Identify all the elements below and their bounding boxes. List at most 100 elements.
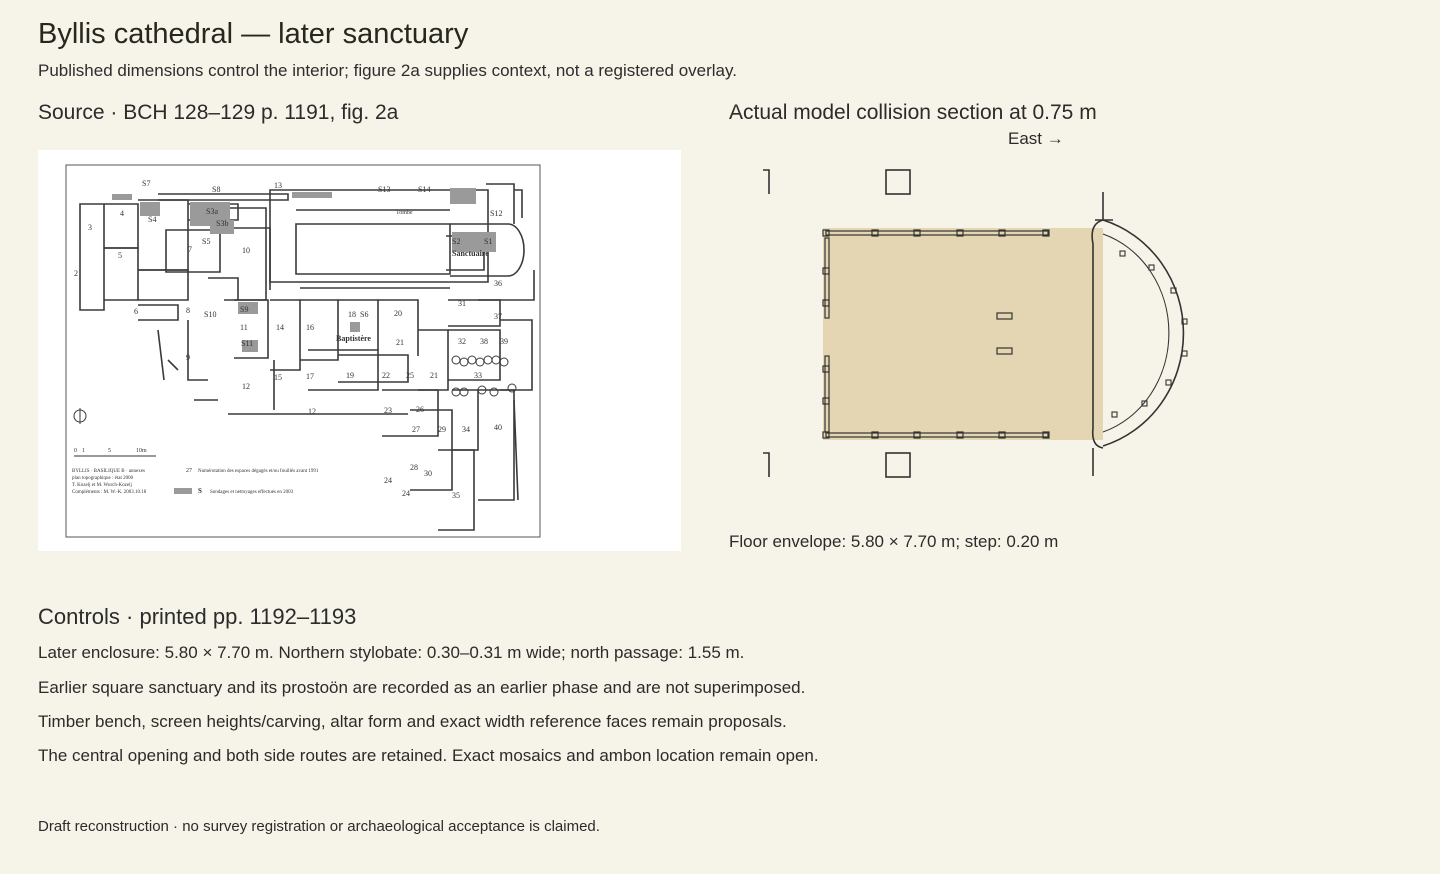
plan-scale-label: 1 bbox=[82, 448, 85, 454]
plan-label: 6 bbox=[134, 307, 138, 316]
apse-outline bbox=[1091, 192, 1185, 476]
plan-label: S8 bbox=[212, 185, 220, 194]
plan-label: 2 bbox=[74, 269, 78, 278]
plan-label: 23 bbox=[384, 406, 392, 415]
plan-label: S3b bbox=[216, 219, 228, 228]
plan-label: 9 bbox=[186, 353, 190, 362]
plan-label: 38 bbox=[480, 337, 488, 346]
section-bracket-marks bbox=[763, 169, 770, 477]
section-mark-nw bbox=[763, 169, 770, 194]
plan-label: S12 bbox=[490, 209, 502, 218]
plan-label: 26 bbox=[416, 405, 424, 414]
east-orientation-label: East → bbox=[1008, 129, 1064, 148]
plan-label: S3a bbox=[206, 207, 218, 216]
plan-label: 20 bbox=[394, 309, 402, 318]
plan-label: 19 bbox=[346, 371, 354, 380]
plan-legend-text: T. Kozelj et M. Wurch-Kozelj bbox=[72, 483, 132, 488]
plan-label: 40 bbox=[494, 423, 502, 432]
plan-label: 10 bbox=[242, 246, 250, 255]
plan-label: 33 bbox=[474, 371, 482, 380]
page-title: Byllis cathedral — later sanctuary bbox=[38, 18, 469, 50]
section-mark-sw bbox=[763, 452, 770, 477]
plan-label: 28 bbox=[410, 463, 418, 472]
plan-label: 5 bbox=[118, 251, 122, 260]
plan-label: 11 bbox=[240, 323, 248, 332]
plan-frame bbox=[65, 164, 541, 538]
plan-label: 3 bbox=[88, 223, 92, 232]
apse-bench-posts bbox=[1111, 250, 1188, 418]
floor-envelope-note: Floor envelope: 5.80 × 7.70 m; step: 0.2… bbox=[729, 532, 1059, 551]
plan-legend-text: 27 bbox=[186, 468, 192, 474]
source-plan-drawing: S7 S8 S13 S14 S12 S3a S3b S4 S5 S2 S1 Sa… bbox=[65, 164, 541, 538]
plan-label: S13 bbox=[378, 185, 390, 194]
collision-section-drawing bbox=[763, 169, 1188, 478]
plan-label: S5 bbox=[202, 237, 210, 246]
plan-label: 35 bbox=[452, 491, 460, 500]
plan-label: 12 bbox=[242, 382, 250, 391]
plan-label: 7 bbox=[188, 245, 192, 254]
plan-label: 36 bbox=[494, 279, 502, 288]
source-plan-figure: S7 S8 S13 S14 S12 S3a S3b S4 S5 S2 S1 Sa… bbox=[38, 150, 681, 551]
plan-label: 12 bbox=[308, 407, 316, 416]
control-line-routes: The central opening and both side routes… bbox=[38, 746, 819, 765]
plan-label: 24 bbox=[402, 489, 410, 498]
plan-label: 21 bbox=[396, 338, 404, 347]
source-heading: Source · BCH 128–129 p. 1191, fig. 2a bbox=[38, 101, 399, 124]
plan-scale-label: 0 bbox=[74, 448, 77, 454]
plan-label: 17 bbox=[306, 372, 314, 381]
plan-label: 39 bbox=[500, 337, 508, 346]
plan-legend-text: plan topographique : état 2000 bbox=[72, 476, 134, 481]
plan-label: S10 bbox=[204, 310, 216, 319]
plan-label: 30 bbox=[424, 469, 432, 478]
north-stylobate bbox=[822, 229, 1050, 237]
bench-block-north bbox=[996, 312, 1013, 320]
plan-label: 34 bbox=[462, 425, 470, 434]
plan-label: 32 bbox=[458, 337, 466, 346]
plan-scale-label: 10m bbox=[136, 448, 147, 454]
plan-label: 16 bbox=[306, 323, 314, 332]
plan-label: 13 bbox=[274, 181, 282, 190]
plan-label: 18 bbox=[348, 310, 356, 319]
plan-label: S14 bbox=[418, 185, 430, 194]
plan-label: S11 bbox=[241, 339, 253, 348]
control-line-earlier-phase: Earlier square sanctuary and its prostoö… bbox=[38, 678, 806, 697]
plan-label: 4 bbox=[120, 209, 124, 218]
controls-heading: Controls · printed pp. 1192–1193 bbox=[38, 604, 357, 629]
plan-legend-text: Numérotation des espaces dégagés et/ou f… bbox=[198, 469, 319, 474]
floor-envelope bbox=[823, 228, 1103, 440]
plan-label: 14 bbox=[276, 323, 284, 332]
plan-label: S1 bbox=[484, 237, 492, 246]
plan-label: Baptistère bbox=[336, 334, 371, 343]
south-pier-block bbox=[885, 452, 911, 478]
plan-label: 21 bbox=[430, 371, 438, 380]
plan-legend-text: BYLLIS · BASILIQUE B · annexes bbox=[72, 469, 145, 474]
plan-label: 27 bbox=[412, 425, 420, 434]
plan-label: 29 bbox=[438, 425, 446, 434]
plan-label: S6 bbox=[360, 310, 368, 319]
control-line-enclosure: Later enclosure: 5.80 × 7.70 m. Northern… bbox=[38, 643, 745, 662]
control-line-proposals: Timber bench, screen heights/carving, al… bbox=[38, 712, 787, 731]
plan-label: 24 bbox=[384, 476, 392, 485]
plan-label: Sanctuaire bbox=[452, 249, 489, 258]
plan-label: 15 bbox=[274, 373, 282, 382]
model-heading: Actual model collision section at 0.75 m bbox=[729, 101, 1097, 124]
plan-label: S9 bbox=[240, 305, 248, 314]
west-screen-line bbox=[822, 237, 830, 433]
footer-disclaimer: Draft reconstruction · no survey registr… bbox=[38, 818, 600, 835]
plan-walls bbox=[79, 183, 535, 531]
plan-label: 22 bbox=[382, 371, 390, 380]
north-pier-block bbox=[885, 169, 911, 195]
plan-label: 25 bbox=[406, 371, 414, 380]
plan-sondages bbox=[112, 188, 496, 494]
bench-block-south bbox=[996, 347, 1013, 355]
plan-label: S7 bbox=[142, 179, 150, 188]
plan-label: 37 bbox=[494, 312, 502, 321]
plan-labels: S7 S8 S13 S14 S12 S3a S3b S4 S5 S2 S1 Sa… bbox=[72, 179, 508, 500]
plan-column-bases bbox=[73, 355, 517, 424]
plan-legend-text: S bbox=[198, 487, 202, 495]
plan-scale-label: 5 bbox=[108, 448, 111, 454]
plan-label: S2 bbox=[452, 237, 460, 246]
plan-label: S4 bbox=[148, 215, 156, 224]
plan-legend-text: Sondages et nettoyages effectués en 2003 bbox=[210, 490, 294, 495]
plan-label: 31 bbox=[458, 299, 466, 308]
